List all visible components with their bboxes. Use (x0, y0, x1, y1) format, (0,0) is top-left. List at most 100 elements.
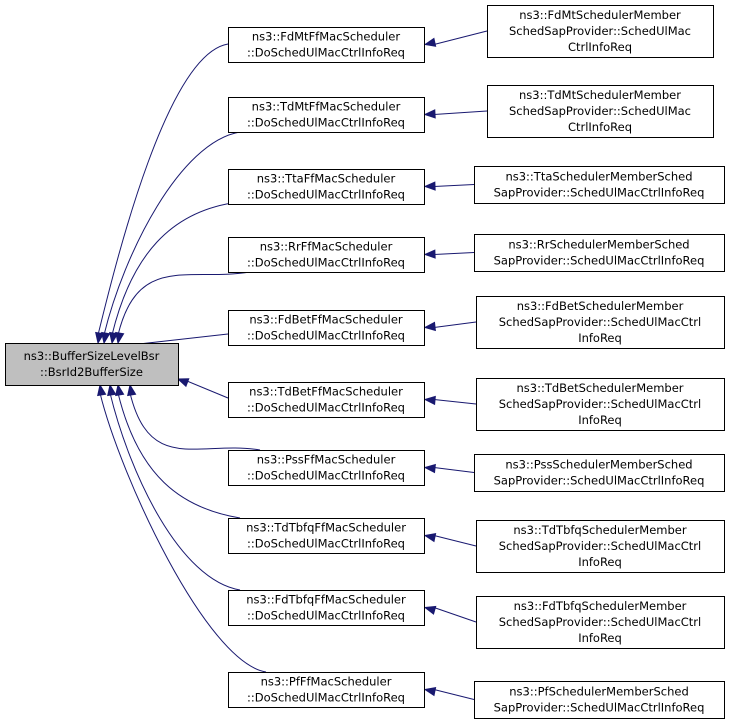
sap-provider-node-box (487, 5, 714, 58)
root-node-label-line: ::BsrId2BufferSize (40, 365, 143, 379)
sap-provider-node-label-line: SchedSapProvider::SchedUlMacCtrl (499, 397, 701, 411)
caller-to-root-arrowhead (176, 378, 190, 388)
sap-to-caller-arrowhead (423, 605, 437, 615)
caller-node-label-line: ::DoSchedUlMacCtrlInfoReq (247, 256, 405, 270)
caller-node[interactable]: ns3::TdTbfqFfMacScheduler::DoSchedUlMacC… (228, 518, 425, 554)
caller-node-label-line: ::DoSchedUlMacCtrlInfoReq (247, 116, 405, 130)
caller-to-root-edge (138, 333, 229, 345)
sap-provider-node-label-line: ns3::TdTbfqSchedulerMember (513, 523, 686, 537)
edges-layer (95, 30, 488, 700)
sap-to-caller-edge (433, 321, 477, 328)
sap-to-caller-arrowhead (423, 686, 437, 697)
sap-provider-node[interactable]: ns3::TdTbfqSchedulerMemberSchedSapProvid… (476, 520, 725, 573)
root-node[interactable]: ns3::BufferSizeLevelBsr::BsrId2BufferSiz… (5, 343, 179, 386)
sap-provider-node-label-line: SapProvider::SchedUlMacCtrlInfoReq (494, 254, 705, 268)
caller-node[interactable]: ns3::FdBetFfMacScheduler::DoSchedUlMacCt… (228, 310, 425, 346)
sap-to-caller-edge (433, 30, 488, 45)
caller-node[interactable]: ns3::FdTbfqFfMacScheduler::DoSchedUlMacC… (228, 590, 425, 626)
caller-node-label-line: ::DoSchedUlMacCtrlInfoReq (247, 188, 405, 202)
sap-to-caller-edge (433, 399, 477, 405)
caller-to-root-edge (117, 271, 251, 336)
sap-provider-node-box (474, 234, 725, 272)
caller-node-box (228, 27, 425, 63)
sap-provider-node-label-line: CtrlInfoReq (568, 40, 632, 54)
sap-provider-node-label-line: ns3::PfSchedulerMemberSched (509, 685, 689, 699)
caller-to-root-edge (109, 392, 241, 591)
sap-provider-node-box (474, 454, 725, 492)
caller-node-label-line: ::DoSchedUlMacCtrlInfoReq (247, 469, 405, 483)
sap-provider-node-label-line: SapProvider::SchedUlMacCtrlInfoReq (494, 474, 705, 488)
sap-provider-node[interactable]: ns3::TdBetSchedulerMemberSchedSapProvide… (476, 378, 725, 431)
caller-node-label-line: ::DoSchedUlMacCtrlInfoReq (247, 691, 405, 705)
sap-provider-node[interactable]: ns3::PssSchedulerMemberSchedSapProvider:… (474, 454, 725, 492)
caller-to-root-edge (186, 380, 229, 399)
sap-to-caller-arrowhead (423, 321, 436, 332)
sap-provider-node-label-line: ns3::TdMtSchedulerMember (519, 88, 681, 102)
caller-to-root-edge (99, 392, 267, 673)
sap-to-caller-edge (433, 689, 475, 700)
caller-to-root-arrowhead (109, 331, 119, 345)
sap-provider-node-label-line: SapProvider::SchedUlMacCtrlInfoReq (494, 186, 705, 200)
sap-provider-node-box (474, 681, 725, 719)
caller-node[interactable]: ns3::RrFfMacScheduler::DoSchedUlMacCtrlI… (228, 237, 425, 273)
sap-provider-node-label-line: InfoReq (578, 631, 622, 645)
caller-to-root-edge (97, 43, 229, 336)
sap-provider-node[interactable]: ns3::RrSchedulerMemberSchedSapProvider::… (474, 234, 725, 272)
sap-to-caller-edge (433, 467, 475, 473)
sap-provider-node[interactable]: ns3::FdTbfqSchedulerMemberSchedSapProvid… (476, 596, 725, 649)
sap-provider-node-label-line: ns3::PssSchedulerMemberSched (505, 458, 692, 472)
sap-to-caller-arrowhead (423, 181, 436, 191)
caller-to-root-arrowhead (115, 383, 125, 397)
caller-node[interactable]: ns3::PssFfMacScheduler::DoSchedUlMacCtrl… (228, 450, 425, 486)
caller-to-root-arrowhead (101, 331, 111, 345)
caller-node-box (228, 382, 425, 418)
caller-to-root-arrowhead (127, 383, 137, 397)
caller-node-label-line: ::DoSchedUlMacCtrlInfoReq (247, 329, 405, 343)
sap-provider-node[interactable]: ns3::FdBetSchedulerMemberSchedSapProvide… (476, 296, 725, 349)
sap-provider-node-label-line: CtrlInfoReq (568, 120, 632, 134)
sap-provider-node-label-line: SchedSapProvider::SchedUlMac (509, 24, 691, 38)
caller-node-label-line: ns3::FdMtFfMacScheduler (252, 30, 400, 44)
sap-to-caller-edge (433, 184, 475, 187)
sap-provider-node[interactable]: ns3::TdMtSchedulerMemberSchedSapProvider… (487, 85, 714, 138)
caller-node[interactable]: ns3::FdMtFfMacScheduler::DoSchedUlMacCtr… (228, 27, 425, 63)
sap-provider-node-label-line: SchedSapProvider::SchedUlMacCtrl (499, 615, 701, 629)
sap-provider-node[interactable]: ns3::PfSchedulerMemberSchedSapProvider::… (474, 681, 725, 719)
sap-provider-node-box (474, 166, 725, 204)
caller-node-label-line: ns3::TdBetFfMacScheduler (249, 385, 403, 399)
sap-provider-node[interactable]: ns3::FdMtSchedulerMemberSchedSapProvider… (487, 5, 714, 58)
caller-to-root-arrowhead (115, 331, 125, 345)
sap-provider-node-box (476, 296, 725, 349)
caller-node-box (228, 310, 425, 346)
sap-to-caller-edge (433, 110, 488, 115)
root-node-box (5, 343, 179, 386)
caller-node-box (228, 672, 425, 708)
caller-to-root-arrowhead (97, 383, 107, 397)
caller-node[interactable]: ns3::TdBetFfMacScheduler::DoSchedUlMacCt… (228, 382, 425, 418)
caller-node-label-line: ns3::TtaFfMacScheduler (257, 172, 396, 186)
caller-node-box (228, 237, 425, 273)
sap-to-caller-arrowhead (423, 249, 436, 259)
caller-node-label-line: ::DoSchedUlMacCtrlInfoReq (247, 46, 405, 60)
caller-node[interactable]: ns3::PfFfMacScheduler::DoSchedUlMacCtrlI… (228, 672, 425, 708)
sap-to-caller-arrowhead (423, 395, 436, 406)
caller-node[interactable]: ns3::TtaFfMacScheduler::DoSchedUlMacCtrl… (228, 169, 425, 205)
caller-node-label-line: ns3::PssFfMacScheduler (257, 453, 396, 467)
sap-provider-node-box (487, 85, 714, 138)
caller-to-root-edge (117, 392, 241, 519)
caller-node-label-line: ns3::PfFfMacScheduler (261, 675, 392, 689)
sap-provider-node-label-line: ns3::RrSchedulerMemberSched (508, 238, 689, 252)
caller-node-label-line: ns3::RrFfMacScheduler (260, 240, 393, 254)
caller-node-label-line: ns3::TdTbfqFfMacScheduler (246, 521, 406, 535)
caller-node[interactable]: ns3::TdMtFfMacScheduler::DoSchedUlMacCtr… (228, 97, 425, 133)
sap-provider-node-box (476, 378, 725, 431)
caller-node-box (228, 169, 425, 205)
sap-provider-node-label-line: ns3::TtaSchedulerMemberSched (505, 170, 692, 184)
sap-provider-node[interactable]: ns3::TtaSchedulerMemberSchedSapProvider:… (474, 166, 725, 204)
sap-to-caller-arrowhead (423, 463, 436, 474)
sap-provider-node-label-line: SchedSapProvider::SchedUlMacCtrl (499, 315, 701, 329)
nodes-layer: ns3::BufferSizeLevelBsr::BsrId2BufferSiz… (5, 5, 725, 719)
sap-provider-node-label-line: InfoReq (578, 555, 622, 569)
sap-to-caller-arrowhead (423, 37, 437, 47)
